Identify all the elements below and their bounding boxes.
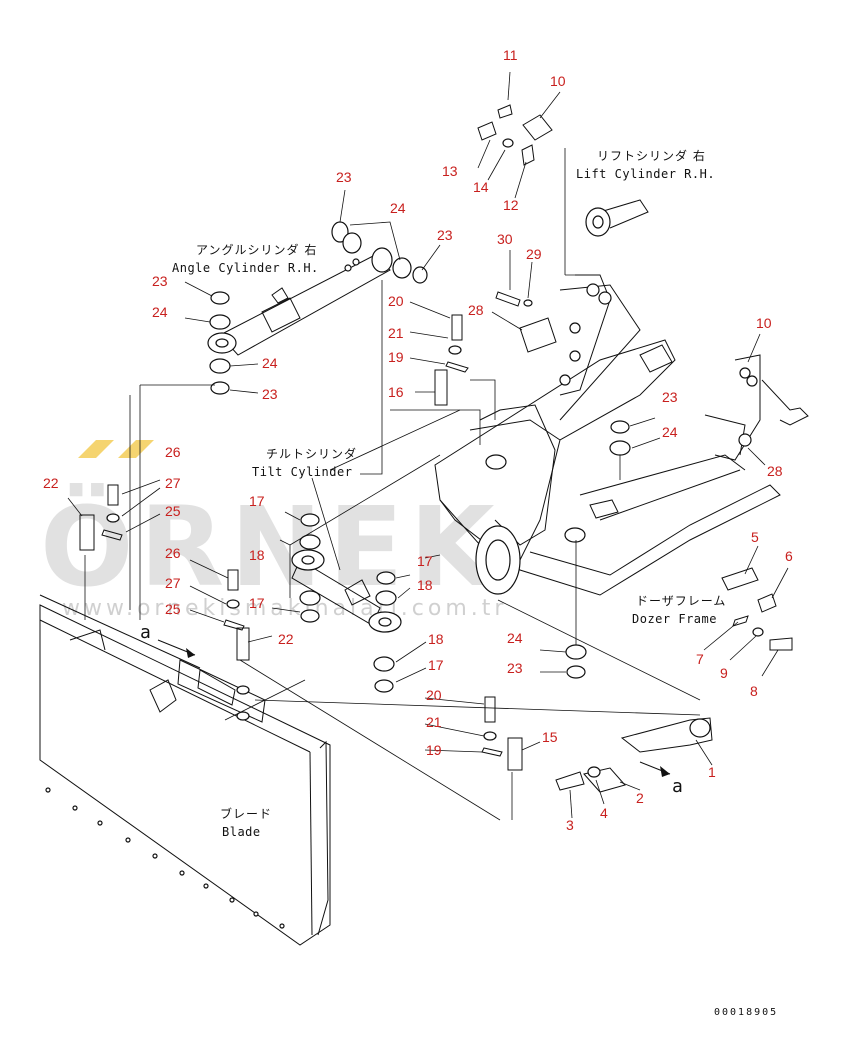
dozer-frame-drawing [434, 274, 781, 596]
callout: 9 [720, 665, 728, 681]
callout: 25 [165, 503, 181, 519]
callout: 26 [165, 545, 181, 561]
callout: 23 [152, 273, 168, 289]
callout: 26 [165, 444, 181, 460]
callout: 22 [278, 631, 294, 647]
callout: 8 [750, 683, 758, 699]
callout: 19 [388, 349, 404, 365]
callout: 17 [417, 553, 433, 569]
callout: 28 [767, 463, 783, 479]
callout: 3 [566, 817, 574, 833]
callout: 15 [542, 729, 558, 745]
angle-cylinder-drawing [207, 247, 393, 356]
callout: 23 [336, 169, 352, 185]
callout: 23 [662, 389, 678, 405]
callout: 2 [636, 790, 644, 806]
callout: 17 [249, 595, 265, 611]
callout: 23 [507, 660, 523, 676]
callout: 7 [696, 651, 704, 667]
leader-lines [67, 71, 789, 821]
blade-label-jp: ブレード [220, 806, 272, 821]
angle-cylinder-label-jp: アングルシリンダ 右 [196, 242, 317, 257]
watermark: ÖRNEK www.ornekismakinalari.com.tr [40, 440, 507, 621]
view-arrow-link [639, 761, 671, 777]
watermark-url: www.ornekismakinalari.com.tr [62, 596, 507, 621]
callout: 4 [600, 805, 608, 821]
callout: 24 [390, 200, 406, 216]
callout: 19 [426, 742, 442, 758]
callout: 16 [388, 384, 404, 400]
view-a-label-blade: a [140, 622, 151, 643]
callout: 18 [428, 631, 444, 647]
hardware-parts [79, 104, 793, 793]
callout: 20 [388, 293, 404, 309]
dozer-frame-label-en: Dozer Frame [632, 612, 717, 626]
blade-drawing [39, 594, 331, 946]
callout: 29 [526, 246, 542, 262]
callout: 28 [468, 302, 484, 318]
lift-cylinder-label-en: Lift Cylinder R.H. [576, 167, 715, 181]
part-callouts: 11 10 13 14 12 23 24 23 30 29 28 21 20 1… [43, 47, 793, 833]
callout: 11 [503, 47, 518, 63]
view-a-label-link: a [672, 776, 683, 797]
callout: 27 [165, 475, 181, 491]
drawing-code: 00018905 [714, 1007, 778, 1018]
tilt-cylinder-label-jp: チルトシリンダ [266, 446, 357, 461]
callout: 14 [473, 179, 489, 195]
lift-cylinder-drawing [585, 199, 649, 237]
callout: 6 [785, 548, 793, 564]
callout: 12 [503, 197, 519, 213]
callout: 23 [437, 227, 453, 243]
callout: 17 [428, 657, 444, 673]
dozer-frame-label-jp: ドーザフレーム [636, 594, 726, 608]
callout: 10 [756, 315, 772, 331]
angle-cylinder-label-en: Angle Cylinder R.H. [172, 261, 319, 275]
lift-cylinder-end-rh [761, 379, 809, 426]
callout: 1 [708, 764, 716, 780]
callout: 13 [442, 163, 458, 179]
callout: 20 [426, 687, 442, 703]
view-arrow-blade [157, 639, 196, 658]
callout: 24 [507, 630, 523, 646]
callout: 18 [417, 577, 433, 593]
callout: 24 [662, 424, 678, 440]
callout: 24 [262, 355, 278, 371]
callout: 23 [262, 386, 278, 402]
callout: 18 [249, 547, 265, 563]
callout: 25 [165, 601, 181, 617]
callout: 22 [43, 475, 59, 491]
callout: 21 [388, 325, 404, 341]
callout: 10 [550, 73, 566, 89]
callout: 27 [165, 575, 181, 591]
tilt-cylinder-drawing [291, 549, 402, 633]
callout: 30 [497, 231, 513, 247]
callout: 21 [426, 714, 442, 730]
tilt-cylinder-label-en: Tilt Cylinder [252, 465, 352, 479]
lift-cylinder-label-jp: リフトシリンダ 右 [597, 148, 706, 163]
callout: 24 [152, 304, 168, 320]
watermark-brand: ÖRNEK [40, 482, 501, 611]
blade-bolt-holes [45, 787, 285, 929]
blade-label-en: Blade [222, 825, 261, 839]
callout: 5 [751, 529, 759, 545]
callout: 17 [249, 493, 265, 509]
